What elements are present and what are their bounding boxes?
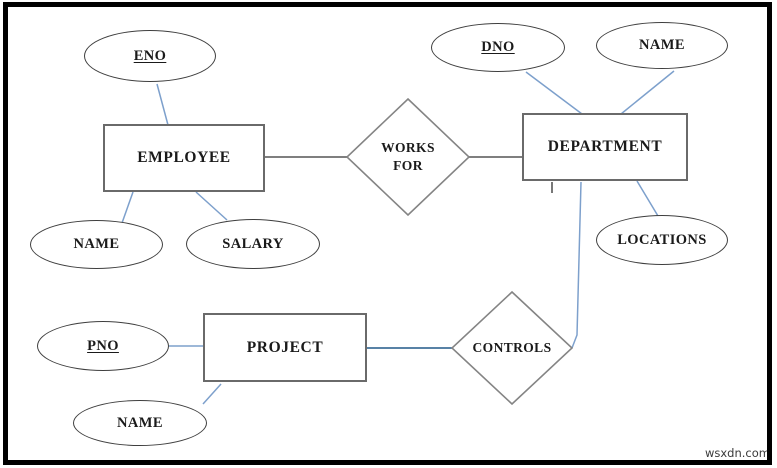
entity-employee: EMPLOYEE (103, 124, 265, 192)
works-for-line2: FOR (393, 158, 423, 173)
attribute-employee-name: NAME (30, 220, 163, 269)
attribute-pno: PNO (37, 321, 169, 371)
attribute-locations: LOCATIONS (596, 215, 728, 265)
attribute-eno: ENO (84, 30, 216, 82)
attribute-eno-label: ENO (133, 47, 167, 64)
connector-employee-salary (195, 191, 228, 221)
entity-employee-label: EMPLOYEE (137, 149, 231, 166)
controls-diamond-shape (451, 291, 573, 405)
connector-eno-employee (156, 83, 169, 126)
attribute-salary-label: SALARY (222, 235, 284, 252)
entity-department-label: DEPARTMENT (547, 138, 663, 155)
relationship-works-for: WORKS FOR (346, 98, 470, 216)
entity-department: DEPARTMENT (522, 113, 688, 181)
entity-project: PROJECT (203, 313, 367, 382)
attribute-dno: DNO (431, 23, 565, 72)
attribute-dno-label: DNO (481, 39, 515, 55)
works-for-diamond-shape (346, 98, 470, 216)
works-for-line1: WORKS (381, 140, 435, 156)
connector-employee-name (121, 191, 134, 224)
attribute-pno-label: PNO (87, 337, 119, 354)
entity-project-label: PROJECT (246, 338, 324, 356)
attribute-department-name-label: NAME (639, 37, 685, 53)
attribute-employee-name-label: NAME (73, 236, 120, 252)
connector-dno-department (525, 71, 583, 115)
attribute-project-name: NAME (73, 400, 207, 446)
connector-name-project (202, 383, 222, 405)
watermark: wsxdn.com (704, 446, 770, 460)
connector-department-controls (571, 181, 582, 349)
attribute-salary: SALARY (186, 219, 320, 269)
relationship-controls-label: CONTROLS (473, 339, 552, 357)
relationship-controls: CONTROLS (451, 291, 573, 405)
attribute-department-name: NAME (596, 22, 728, 69)
relationship-works-for-label: WORKS FOR (381, 139, 435, 174)
connector-department-locations (636, 180, 659, 217)
attribute-locations-label: LOCATIONS (617, 231, 707, 248)
connector-name-department (620, 70, 675, 115)
attribute-project-name-label: NAME (117, 414, 163, 431)
controls-line1: CONTROLS (472, 340, 552, 356)
